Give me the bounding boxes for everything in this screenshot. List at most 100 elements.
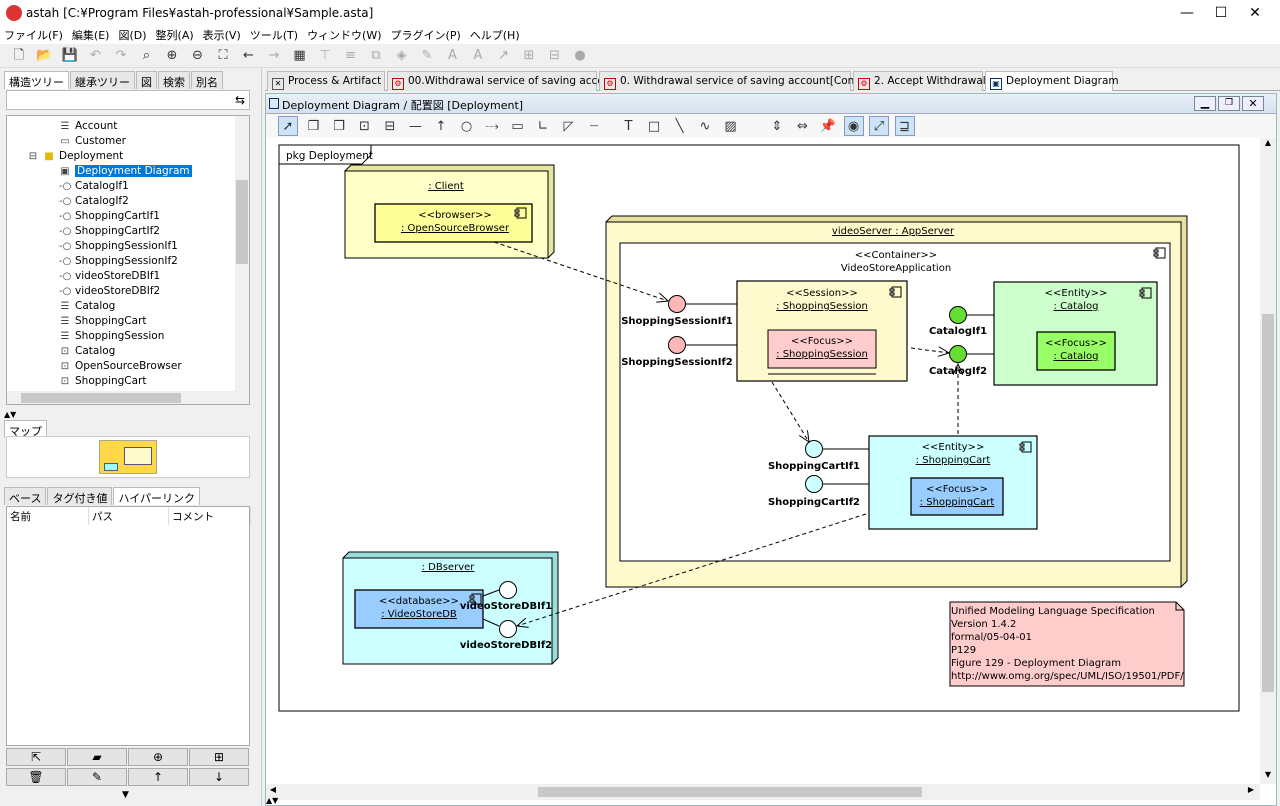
back-icon[interactable]: ← [243,48,254,63]
tree-item[interactable]: ☰Account [60,120,118,132]
videostore-db-if2[interactable]: videoStoreDBIf2 [460,620,552,652]
inner-restore-button[interactable]: ❐ [1218,96,1240,111]
menu-view[interactable]: 表示(V) [202,29,241,42]
shopping-cart-if2[interactable]: ShoppingCartIf2 [768,475,860,509]
spec-note[interactable]: Unified Modeling Language Specification … [949,601,1185,687]
font-size-icon[interactable]: A [473,48,483,63]
note-tool-icon[interactable]: ◸ [563,119,574,134]
dep-cart-to-db[interactable] [517,513,867,626]
client-node[interactable]: : Client <<browser>> : OpenSourceBrowser [344,164,555,259]
video-server-node[interactable]: videoServer : AppServer <<Container>> Vi… [605,215,1188,588]
tab-process-artifact[interactable]: ✕Process & Artifact✕ [267,71,395,91]
open-file-icon[interactable]: 📂 [36,48,53,63]
videostore-db-component[interactable] [354,589,484,629]
delete-link-button[interactable]: 🗑 [6,768,66,786]
tree-item[interactable]: -○videoStoreDBIf2 [59,285,161,297]
menu-align[interactable]: 整列(A) [155,29,194,42]
zoom-in-icon[interactable]: ⊕ [166,48,178,63]
tree-scroll-thumb[interactable] [236,180,248,264]
forward-icon[interactable]: → [268,48,280,63]
column-header-path[interactable]: パス [89,507,169,525]
tree-item[interactable]: -○ShoppingCartIf2 [59,225,160,237]
sync-icon[interactable]: ⇆ [234,93,245,107]
inner-close-button[interactable]: ✕ [1242,96,1264,111]
object-tool-icon[interactable]: ∟ [537,119,549,134]
catalog-component[interactable]: <<Entity>> : Catalog <<Focus>> : Catalog [993,281,1158,386]
font-color-icon[interactable]: A [448,48,457,63]
tree-item[interactable]: -○ShoppingSessionIf1 [59,240,178,252]
tree-filter-input[interactable]: ⇆ [6,90,250,110]
tree-hscrollbar[interactable] [7,391,249,404]
diagram-map[interactable] [6,436,250,478]
tree-item[interactable]: -○CatalogIf1 [59,180,129,192]
interface-tool-icon[interactable]: ○ [460,119,473,134]
diagram-overview-icon[interactable]: ▦ [293,48,306,63]
dbserver-node[interactable]: : DBserver <<database>> : VideoStoreDB [342,551,559,665]
save-icon[interactable]: 💾 [61,48,79,63]
add-url-link-button[interactable]: ⊕ [128,748,188,766]
tab-deployment-diagram[interactable]: ▣Deployment Diagram [985,71,1119,91]
collapse-panel-icon[interactable]: ▼ [122,790,129,800]
close-button[interactable]: ✕ [1249,5,1261,21]
zoom-out-icon[interactable]: ⊖ [192,48,203,63]
open-link-button[interactable]: ⇱ [6,748,66,766]
dependency-tool-icon[interactable]: ↑ [435,119,447,134]
menu-edit[interactable]: 編集(E) [71,29,110,42]
vertical-space-icon[interactable]: ⇕ [771,119,783,134]
shape-icon[interactable]: ● [574,48,586,63]
menu-plugins[interactable]: プラグイン(P) [390,29,461,42]
catalog-if1[interactable]: CatalogIf1 [929,306,987,338]
tab-tagged-values[interactable]: タグ付き値 [47,487,113,505]
menu-file[interactable]: ファイル(F) [4,29,63,42]
tree-item[interactable]: -○CatalogIf2 [59,195,129,207]
class-tool-icon[interactable]: ▭ [511,119,524,134]
move-down-button[interactable]: ↓ [189,768,249,786]
tab-accept-withdrawal[interactable]: ⚙2. Accept Withdrawal✕ [853,71,1000,91]
cart-focus-class[interactable] [910,477,1004,516]
shopping-cart-if1[interactable]: ShoppingCartIf1 [768,440,860,473]
add-model-link-button[interactable]: ⊞ [189,748,249,766]
node-tool-icon[interactable]: ❒ [307,119,320,134]
scroll-right-icon[interactable]: ▶ [1247,785,1255,794]
note-anchor-tool-icon[interactable]: ┈ [590,119,598,134]
scroll-left-icon[interactable]: ◀ [269,785,277,794]
tree-item[interactable]: ☰Catalog [60,300,116,312]
menu-window[interactable]: ウィンドウ(W) [307,29,382,42]
tree-item-selected[interactable]: ▣Deployment Diagram [60,165,192,177]
column-header-name[interactable]: 名前 [7,507,89,525]
edit-link-button[interactable]: ✎ [67,768,127,786]
diagram-canvas[interactable]: pkg Deployment : Client <<browser>> : Op… [266,138,1260,784]
tree-item[interactable]: ⊡Catalog [60,345,116,357]
line-style-icon[interactable]: ↗ [498,48,509,63]
select-tool-icon[interactable]: ➚ [278,116,298,136]
add-file-link-button[interactable]: ▰ [67,748,127,766]
dep-browser-to-session[interactable] [493,241,668,301]
session-focus-class[interactable] [767,329,877,369]
shopping-session-component[interactable]: <<Session>> : ShoppingSession <<Focus>> … [736,280,908,382]
snap-grid-icon[interactable]: ◉ [843,116,864,136]
canvas-vscrollbar[interactable]: ▲ ▼ [1260,138,1276,784]
pin-icon[interactable]: 📌 [819,119,837,134]
image-tool-icon[interactable]: ▨ [724,119,737,134]
tab-hyperlink[interactable]: ハイパーリンク [113,487,201,505]
hscroll-thumb[interactable] [538,787,922,797]
catalog-focus-class[interactable] [1036,331,1116,371]
videostore-db-if1[interactable]: videoStoreDBIf1 [460,581,552,613]
tree-vscrollbar[interactable] [235,116,249,391]
scroll-down-icon[interactable]: ▼ [1264,770,1272,779]
tree-item[interactable]: ☰ShoppingSession [60,330,165,342]
tab-search[interactable]: 検索 [158,71,190,89]
shopping-cart-component[interactable]: <<Entity>> : ShoppingCart <<Focus>> : Sh… [868,435,1038,530]
horizontal-space-icon[interactable]: ⇔ [797,119,808,134]
vscroll-thumb[interactable] [1262,314,1274,692]
fit-window-icon[interactable]: ⛶ [218,48,228,63]
auto-resize-icon[interactable]: ⊒ [894,116,915,136]
shopping-session-if1[interactable]: ShoppingSessionIf1 [621,295,733,328]
dep-session-to-catalog[interactable] [910,348,949,353]
distribute-icon[interactable]: ≡ [345,48,356,63]
undo-icon[interactable]: ↶ [90,48,101,63]
tab-diagram[interactable]: 図 [136,71,157,89]
shopping-session-if2[interactable]: ShoppingSessionIf2 [621,336,733,369]
order-icon[interactable]: ⧉ [371,48,381,63]
canvas-hscrollbar[interactable]: ◀ ▶ [266,784,1260,800]
